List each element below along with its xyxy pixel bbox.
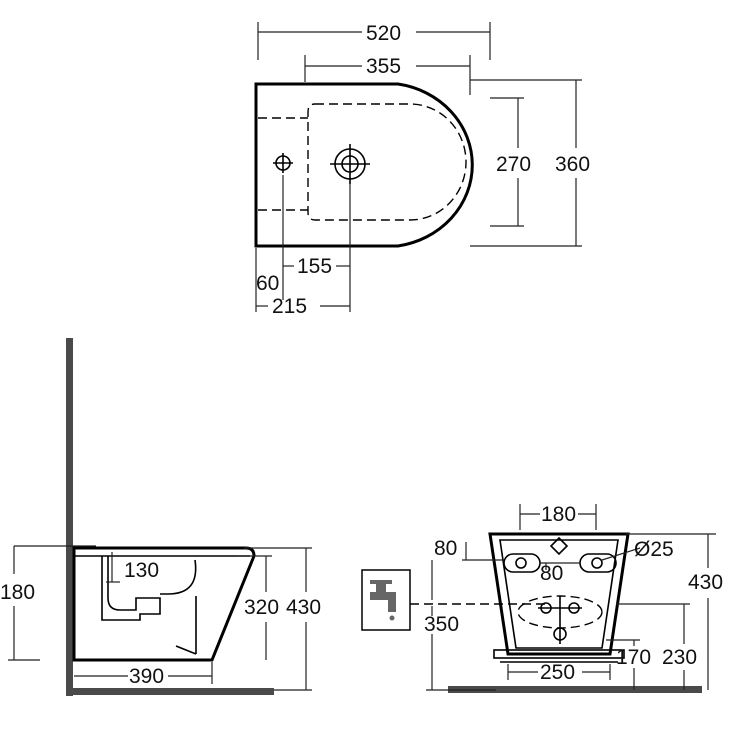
tap-hole-icon	[330, 144, 370, 184]
rear-floor	[448, 686, 702, 693]
dim-fixing-centres: 180	[541, 503, 576, 526]
waste-hole-icon	[538, 596, 582, 644]
rear-view: 180 80 80	[361, 503, 723, 693]
dim-rear-overall-height: 430	[688, 571, 723, 594]
dim-overall-width: 520	[366, 22, 401, 45]
fixing-hole-icon	[273, 153, 293, 173]
dim-base-width: 250	[540, 661, 575, 684]
side-view: 180 130 320 430 390	[0, 338, 321, 696]
water-supply-icon	[361, 569, 411, 631]
bidet-top-outline	[254, 82, 474, 248]
tap-hole-rear-icon	[549, 536, 569, 556]
top-view: 520 355 270	[254, 22, 590, 318]
dim-fixing-diameter: Ø25	[634, 538, 674, 561]
dim-fixing-height: 80	[434, 537, 457, 560]
dim-waste-to-floor: 230	[662, 646, 697, 669]
dim-projection: 390	[129, 665, 164, 688]
dim-bowl-depth: 270	[496, 153, 531, 176]
dim-overall-depth: 360	[555, 153, 590, 176]
dim-bowl-width: 355	[366, 55, 401, 78]
dim-rim-height: 320	[244, 596, 279, 619]
dim-fixing-offset: 60	[256, 272, 279, 295]
wall	[66, 338, 73, 696]
dim-side-180: 180	[0, 581, 35, 604]
bowl-outline	[307, 103, 467, 221]
dim-tap-from-back: 215	[272, 295, 307, 318]
dim-side-130: 130	[124, 559, 159, 582]
dim-waste-height: 170	[616, 646, 651, 669]
dim-supply-height: 350	[424, 613, 459, 636]
bidet-side-outline	[72, 546, 256, 662]
bidet-rear-outline	[488, 532, 630, 656]
floor	[66, 688, 274, 695]
dim-tap-to-center: 155	[297, 255, 332, 278]
dim-side-overall-height: 430	[286, 596, 321, 619]
dim-inner-fixing: 80	[540, 562, 563, 585]
